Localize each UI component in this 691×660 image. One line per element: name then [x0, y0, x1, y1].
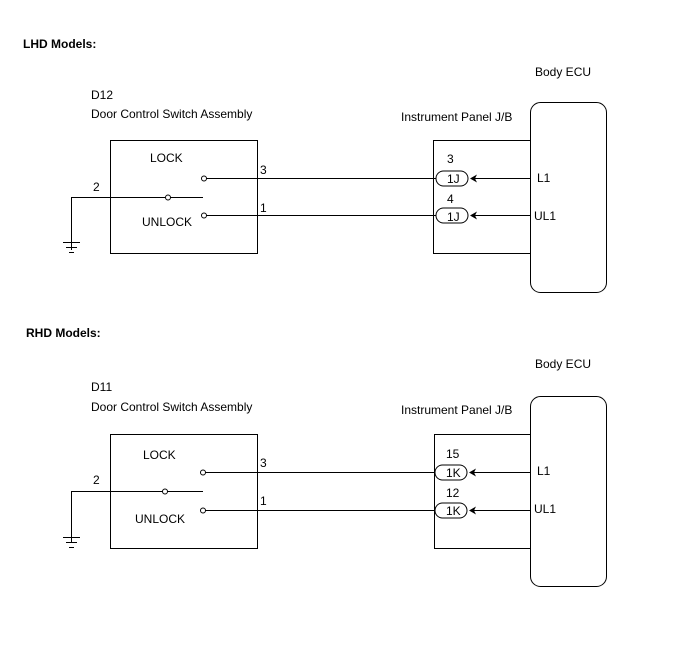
unlock-contact — [200, 507, 206, 514]
unlock-connector-pill — [434, 502, 468, 519]
switch-name: Door Control Switch Assembly — [91, 107, 253, 121]
lock-connector-pill — [434, 464, 468, 481]
section-heading: RHD Models: — [26, 326, 101, 340]
lock-label: LOCK — [143, 448, 176, 462]
lock-contact — [201, 175, 207, 182]
jb-lock-connector: 1J — [447, 172, 460, 186]
arrow-icon — [469, 506, 476, 515]
lock-contact — [200, 469, 206, 476]
junction-block-name: Instrument Panel J/B — [401, 110, 513, 124]
ground-icon — [63, 242, 80, 253]
switch-code: D11 — [91, 380, 113, 394]
lhd-connector-arrows — [470, 174, 477, 220]
lhd-wiring — [63, 102, 607, 293]
ecu-box — [530, 396, 607, 587]
rhd-connector-arrows — [469, 468, 476, 515]
jb-unlock-connector: 1K — [446, 504, 461, 518]
junction-block-box — [433, 140, 531, 254]
unlock-label: UNLOCK — [142, 215, 193, 229]
pin-ground: 2 — [93, 473, 100, 487]
arrow-icon — [469, 468, 476, 477]
jb-lock-pin: 15 — [446, 447, 460, 461]
arrow-icon — [470, 211, 477, 220]
jb-unlock-pin: 12 — [446, 486, 460, 500]
unlock-connector-pill — [435, 207, 469, 224]
section-heading: LHD Models: — [23, 37, 97, 51]
ground-wire — [71, 197, 165, 250]
pin-lock: 3 — [260, 456, 267, 470]
ground-wire — [71, 491, 165, 542]
lock-connector-pill — [435, 170, 469, 187]
pin-ground: 2 — [93, 180, 100, 194]
ecu-unlock-terminal: UL1 — [534, 209, 557, 223]
junction-block-box — [434, 434, 531, 549]
rhd-wiring — [63, 396, 607, 587]
junction-block-name: Instrument Panel J/B — [401, 403, 513, 417]
switch-name: Door Control Switch Assembly — [91, 400, 253, 414]
pin-lock: 3 — [260, 163, 267, 177]
switch-common-contact — [165, 194, 171, 201]
arrow-icon — [470, 174, 477, 183]
ground-icon — [63, 537, 80, 548]
switch-code: D12 — [91, 88, 114, 102]
ecu-box — [530, 102, 607, 293]
jb-lock-pin: 3 — [447, 152, 454, 166]
unlock-label: UNLOCK — [135, 512, 186, 526]
ecu-lock-terminal: L1 — [537, 171, 551, 185]
pin-unlock: 1 — [260, 201, 267, 215]
jb-lock-connector: 1K — [446, 466, 461, 480]
ecu-unlock-terminal: UL1 — [534, 502, 557, 516]
jb-unlock-pin: 4 — [447, 192, 454, 206]
ecu-name: Body ECU — [535, 65, 592, 79]
ecu-lock-terminal: L1 — [537, 464, 551, 478]
unlock-contact — [201, 212, 207, 219]
pin-unlock: 1 — [260, 494, 267, 508]
ecu-name: Body ECU — [535, 357, 592, 371]
jb-unlock-connector: 1J — [447, 210, 460, 224]
lock-label: LOCK — [150, 151, 183, 165]
switch-common-contact — [162, 488, 168, 495]
